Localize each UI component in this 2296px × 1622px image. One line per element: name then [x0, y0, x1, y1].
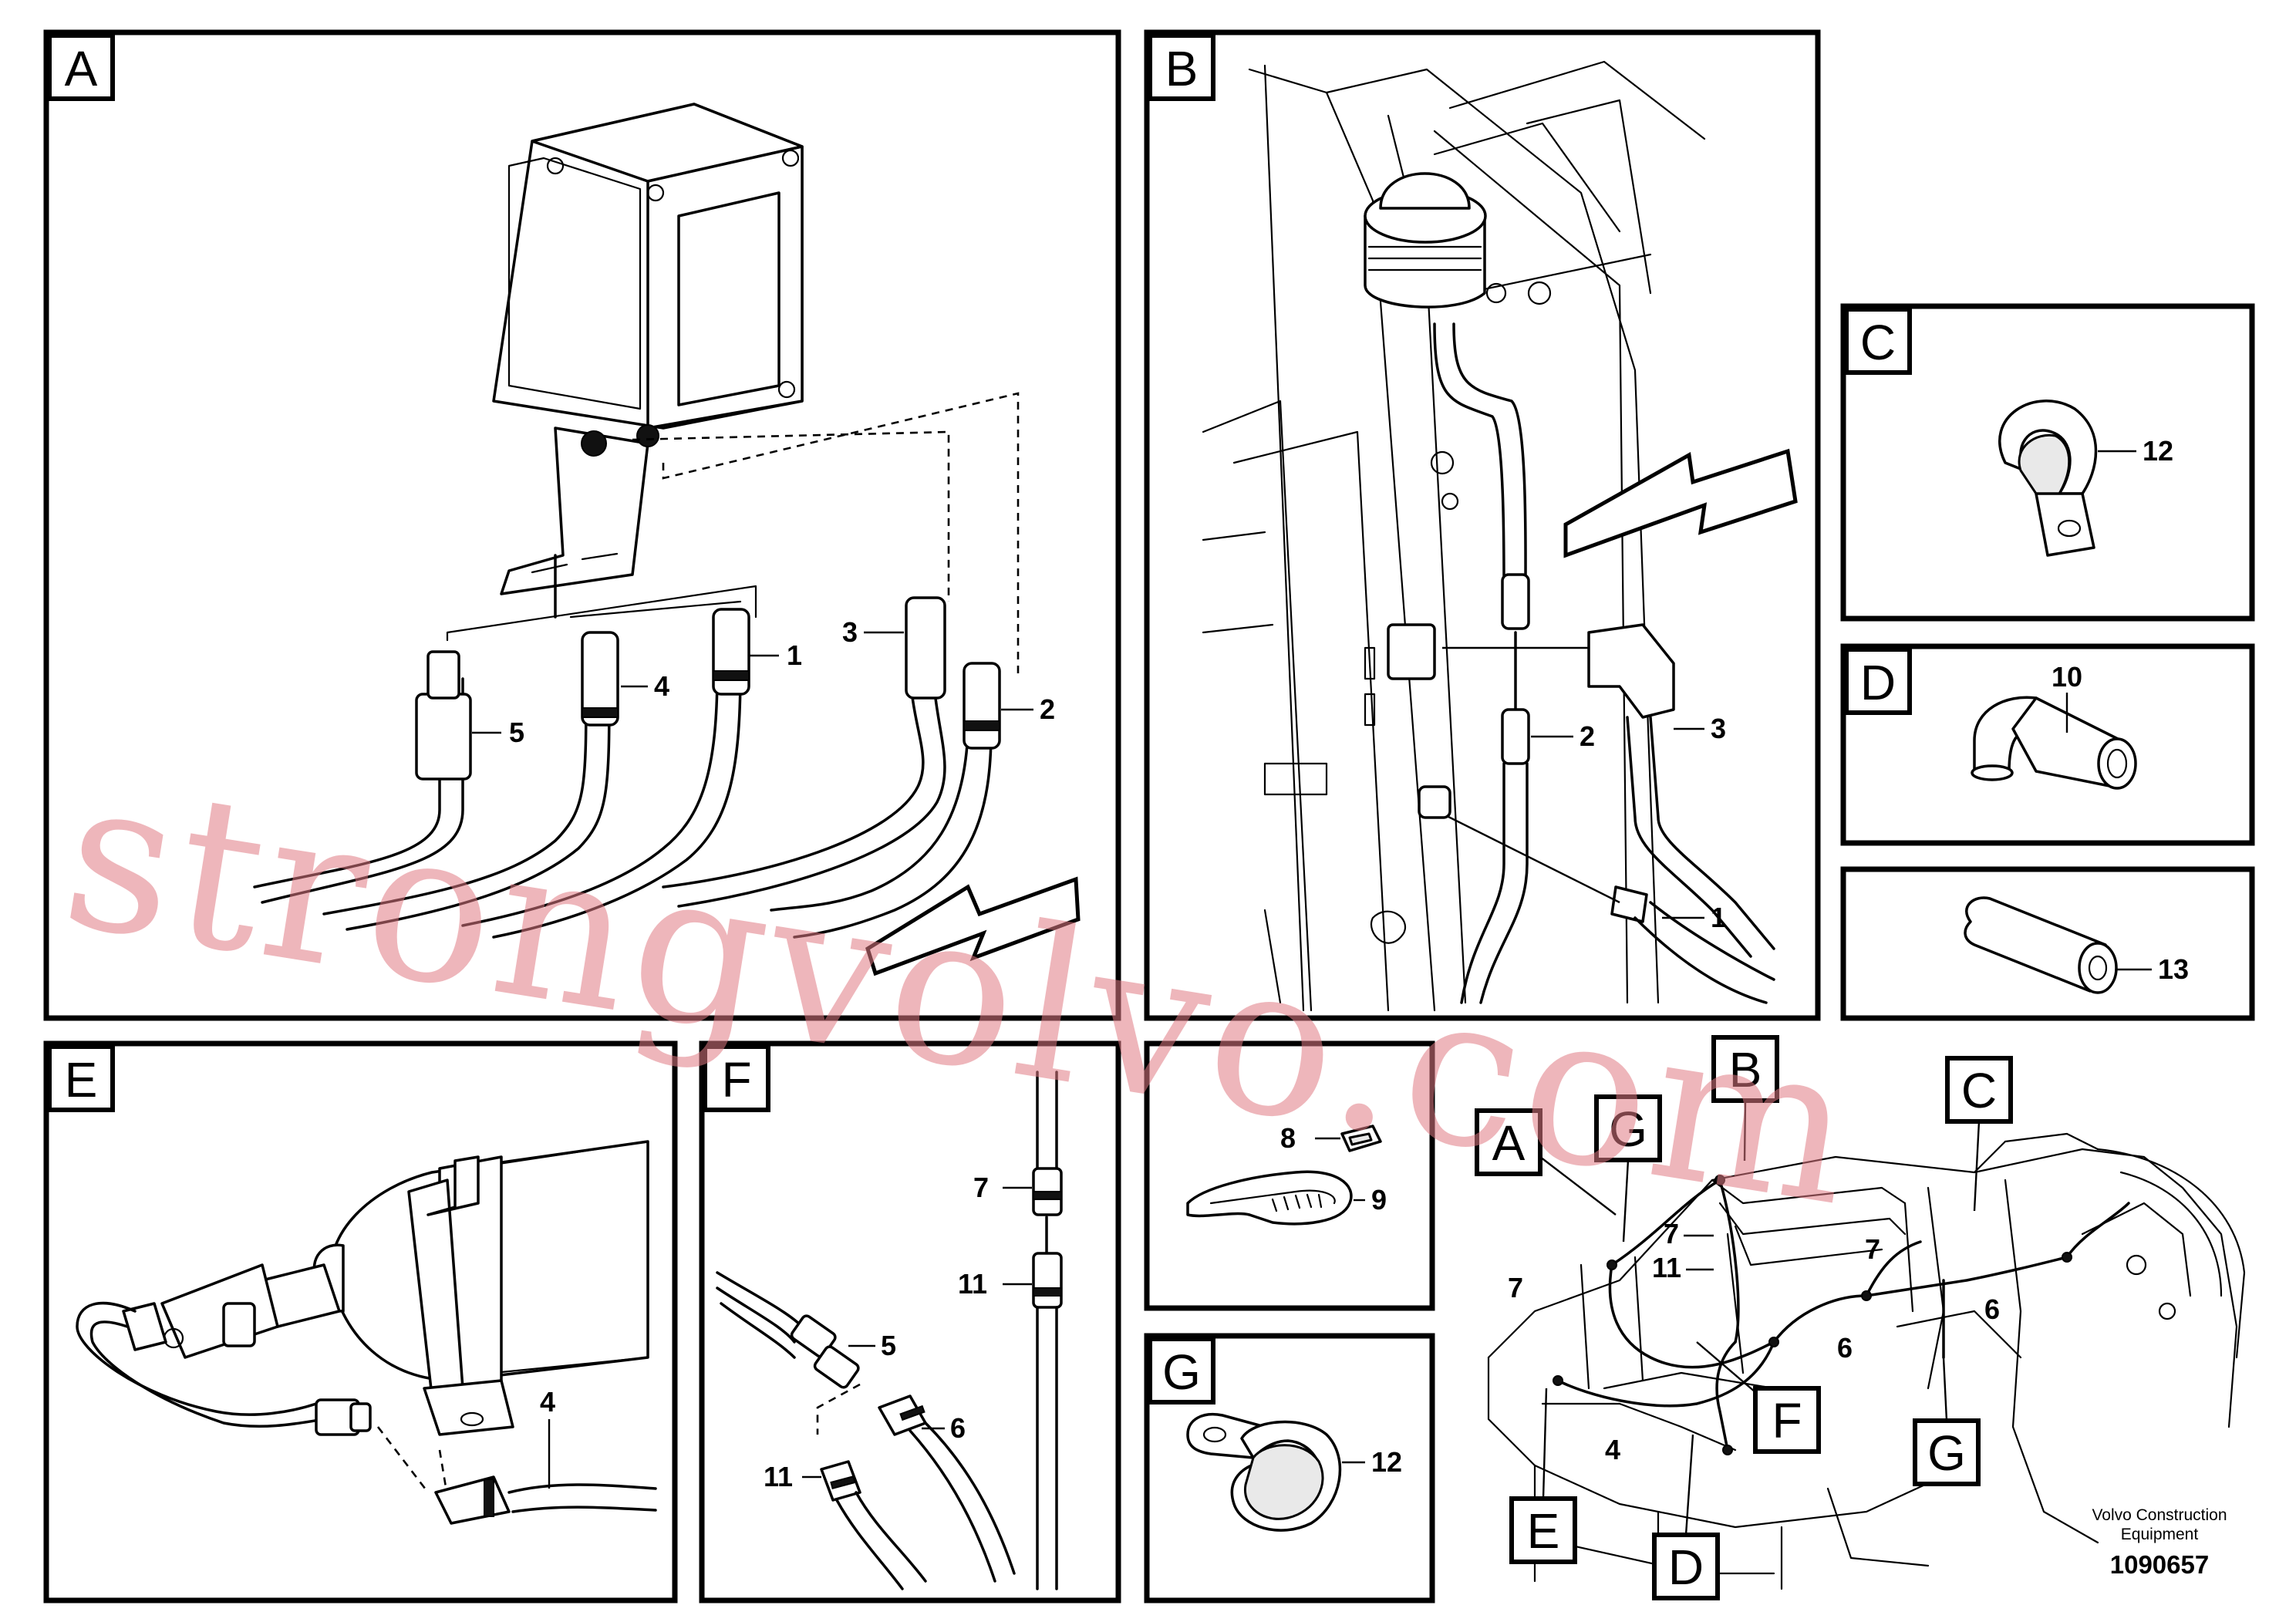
- callout-a-2: 2: [1040, 693, 1055, 725]
- overview-callout-7-b: 7: [1508, 1272, 1523, 1303]
- machine-drawing: [1487, 1132, 2246, 1598]
- callout-9: 9: [1371, 1184, 1387, 1216]
- brand-line-1: Volvo Construction: [2092, 1506, 2227, 1524]
- panel-d-tag: D: [1860, 655, 1896, 710]
- callout-b-1: 1: [1711, 902, 1726, 933]
- panel-a-tag: A: [65, 41, 98, 96]
- direction-arrow-b: [1563, 448, 1798, 558]
- overview-tag-a: A: [1492, 1115, 1526, 1171]
- brand-line-2: Equipment: [2121, 1526, 2199, 1543]
- panel-f-tag: F: [721, 1052, 751, 1108]
- overview-tag-g-top: G: [1609, 1101, 1647, 1157]
- panel-sleeve: 13: [1840, 866, 2255, 1021]
- overview-callout-7-a: 7: [1664, 1218, 1679, 1249]
- callout-f-6: 6: [950, 1412, 966, 1444]
- panel-e: E 4: [43, 1040, 678, 1603]
- panel-c: C 12: [1840, 303, 2255, 622]
- callout-b-2: 2: [1580, 720, 1595, 752]
- machine-overview: A G B C F G E D 7 11 7 7 6 6 4: [1475, 1035, 2246, 1600]
- callout-c-12: 12: [2143, 435, 2173, 467]
- callout-8: 8: [1280, 1122, 1296, 1154]
- overview-callout-6-b: 6: [1984, 1293, 2000, 1325]
- panel-g: G 12: [1144, 1333, 1435, 1603]
- panel-g-tag: G: [1162, 1344, 1201, 1400]
- callout-f-11-bottom: 11: [764, 1461, 793, 1492]
- panel-a: A: [43, 29, 1121, 1021]
- panel-d: D 10: [1840, 643, 2255, 846]
- overview-callout-6-a: 6: [1837, 1332, 1853, 1364]
- p-clamp-g-drawing: [1186, 1413, 1342, 1532]
- panel-b-tag: B: [1165, 41, 1199, 96]
- rubber-boot-drawing: [1971, 696, 2137, 790]
- overview-tag-c: C: [1961, 1063, 1997, 1118]
- callout-f-5: 5: [881, 1330, 896, 1361]
- direction-arrow-a: [865, 876, 1081, 976]
- splice-drawing: [716, 1071, 1063, 1590]
- callout-a-1: 1: [787, 639, 802, 671]
- overview-tag-d: D: [1668, 1539, 1704, 1595]
- panel-c-tag: C: [1860, 315, 1896, 370]
- panel-b: B: [1144, 29, 1821, 1021]
- callout-a-5: 5: [509, 717, 524, 748]
- callout-f-7: 7: [973, 1172, 989, 1203]
- footer: Volvo Construction Equipment 1090657: [2092, 1506, 2227, 1579]
- overview-tag-g-bottom: G: [1927, 1425, 1966, 1481]
- panel-f: F: [699, 1040, 1121, 1603]
- connector-cables-a: [253, 596, 1001, 939]
- cable-tie-drawing: [1186, 1125, 1382, 1226]
- callout-sleeve-13: 13: [2158, 953, 2189, 985]
- connector-cables-b: [1387, 322, 1775, 1004]
- callout-d-10: 10: [2052, 661, 2082, 693]
- overview-tag-e: E: [1527, 1503, 1560, 1559]
- overview-callout-11: 11: [1652, 1252, 1681, 1283]
- callout-a-4: 4: [654, 670, 669, 702]
- callout-g-12: 12: [1371, 1446, 1402, 1478]
- panel-e-tag: E: [65, 1052, 98, 1108]
- p-clamp-drawing: [1998, 400, 2098, 557]
- sleeve-drawing: [1964, 896, 2118, 994]
- overview-callout-4: 4: [1605, 1434, 1620, 1465]
- overview-tag-b: B: [1729, 1042, 1762, 1098]
- document-number: 1090657: [2110, 1550, 2209, 1579]
- overview-callout-7-c: 7: [1865, 1233, 1880, 1265]
- panel-ties: 8 9: [1144, 1040, 1435, 1311]
- overview-tag-f: F: [1772, 1393, 1802, 1448]
- callout-e-4: 4: [540, 1386, 555, 1418]
- callout-b-3: 3: [1711, 713, 1726, 744]
- filter-drawing: [76, 1140, 657, 1525]
- callout-f-11-top: 11: [958, 1268, 987, 1300]
- callout-a-3: 3: [842, 616, 858, 648]
- frame-drawing: [1202, 60, 1706, 1012]
- control-unit-drawing: [492, 103, 804, 595]
